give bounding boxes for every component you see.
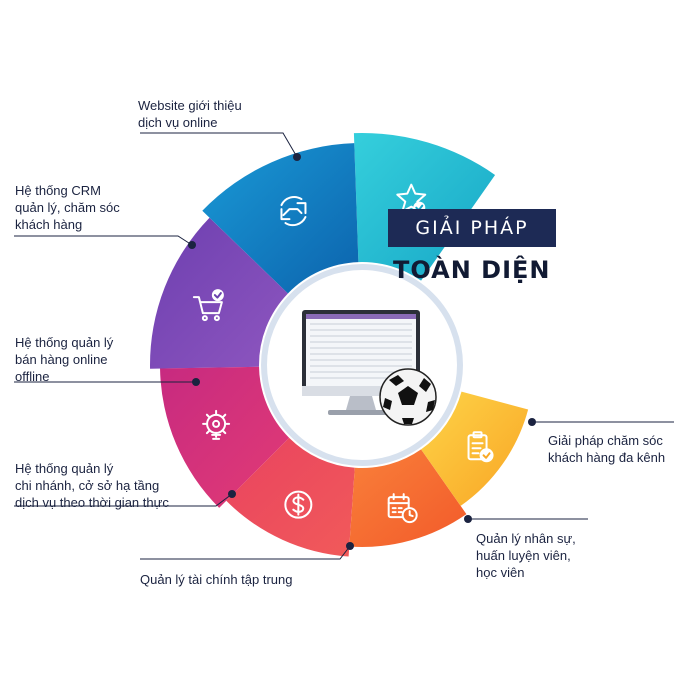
label-crm: Hệ thống CRM quản lý, chăm sóc khách hàn… <box>15 183 120 232</box>
clipboard-check-icon <box>467 431 494 463</box>
leader-dot-care <box>528 418 536 426</box>
calendar-clock-icon <box>387 493 418 524</box>
soccer-ball-icon <box>379 368 437 426</box>
segment-icons <box>192 183 494 524</box>
segment-branch <box>160 366 290 508</box>
title-line1: GIẢI PHÁP <box>415 217 529 239</box>
leader-line-web <box>140 132 298 158</box>
title-badge: GIẢI PHÁP <box>388 209 556 247</box>
label-care: Giải pháp chăm sóc khách hàng đa kênh <box>548 433 666 465</box>
label-branch: Hệ thống quản lý chi nhánh, cở sở hạ tần… <box>15 461 169 510</box>
dollar-coin-icon <box>284 490 313 519</box>
leader-lines <box>14 132 674 560</box>
inner-ring <box>261 264 463 466</box>
shopping-cart-check-icon <box>192 289 224 322</box>
lightbulb-gear-icon <box>202 409 231 440</box>
segment-crm <box>202 143 359 294</box>
leader-line-branch <box>14 493 233 507</box>
label-finance: Quản lý tài chính tập trung <box>140 572 293 587</box>
leader-dot-web <box>293 153 301 161</box>
leader-dot-crm <box>188 241 196 249</box>
leader-line-crm <box>14 235 193 246</box>
handshake-cycle-icon <box>280 196 307 227</box>
title-line2: TOÀN DIỆN <box>393 256 551 284</box>
label-website: Website giới thiệu dịch vụ online <box>138 98 242 130</box>
leader-dot-branch <box>228 490 236 498</box>
label-hr: Quản lý nhân sự, huấn luyện viên, học vi… <box>476 531 576 580</box>
leader-line-finance <box>140 545 351 560</box>
segment-finance <box>226 437 355 557</box>
label-sales: Hệ thống quản lý bán hàng online offline <box>15 335 114 384</box>
leader-dot-sales <box>192 378 200 386</box>
leader-dot-hr <box>464 515 472 523</box>
leader-dot-finance <box>346 542 354 550</box>
